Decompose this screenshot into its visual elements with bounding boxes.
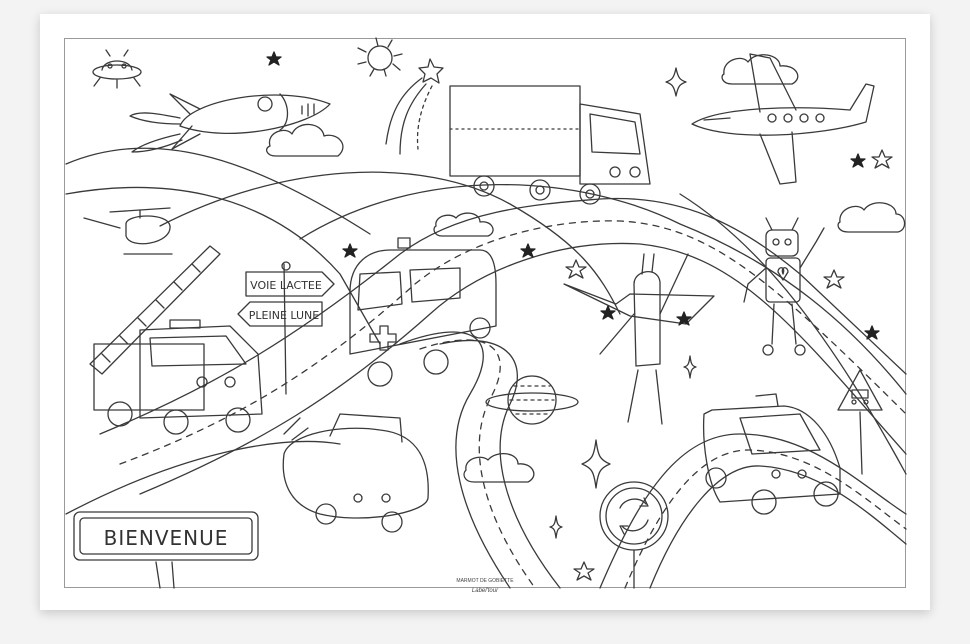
direction-sign-post xyxy=(238,262,334,394)
race-car-drawing xyxy=(283,414,428,532)
rocket-drawing xyxy=(130,94,330,152)
robot-standing-drawing xyxy=(744,218,824,355)
coloring-sheet: VOIE LACTEE PLEINE LUNE BIENVENUE MARMOT… xyxy=(40,14,930,610)
sign-bienvenue: BIENVENUE xyxy=(104,526,229,550)
bienvenue-sign xyxy=(74,512,258,588)
hills xyxy=(66,148,906,474)
airplane-drawing xyxy=(692,54,874,184)
shooting-star-drawing xyxy=(386,59,443,154)
brand-logo: Label'tour xyxy=(472,588,499,594)
sheet-frame xyxy=(64,38,906,588)
stars xyxy=(267,52,892,580)
police-car-drawing xyxy=(704,394,840,514)
brand-top-line: MARMOT DE GOBIETTE xyxy=(456,578,514,584)
coloring-illustration: VOIE LACTEE PLEINE LUNE BIENVENUE MARMOT… xyxy=(40,14,930,594)
roads xyxy=(66,198,906,588)
planet-drawing xyxy=(486,376,578,424)
ufo-drawing xyxy=(93,50,141,88)
sun-drawing xyxy=(358,38,402,76)
truck-drawing xyxy=(450,86,650,204)
robot-flying-drawing xyxy=(564,254,714,424)
sign-voie-lactee: VOIE LACTEE xyxy=(250,279,322,292)
cloud-drawing xyxy=(267,55,905,482)
ambulance-drawing xyxy=(350,238,496,386)
train-warning-sign xyxy=(838,370,882,474)
roundabout-sign xyxy=(600,482,668,588)
sign-pleine-lune: PLEINE LUNE xyxy=(249,309,319,322)
helicopter-drawing xyxy=(84,208,172,254)
fire-truck-drawing xyxy=(90,246,262,434)
